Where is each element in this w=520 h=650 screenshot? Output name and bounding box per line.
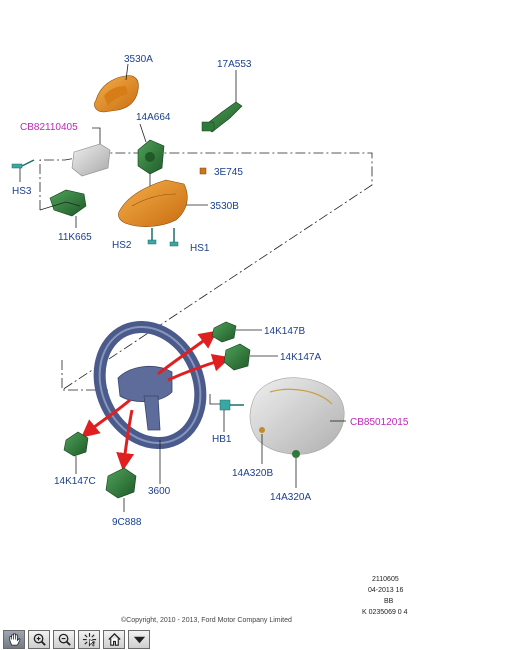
leader-14A664 <box>139 123 147 143</box>
fit-view-button[interactable] <box>78 630 100 649</box>
label-CB85012015: CB85012015 <box>350 417 409 428</box>
airbag-harness <box>269 388 333 405</box>
label-14A664: 14A664 <box>136 112 171 123</box>
assembly-boundary-line <box>39 152 373 391</box>
screw-HS1-part[interactable] <box>169 228 179 247</box>
label-3E745: 3E745 <box>214 167 243 178</box>
screw-HS2-part[interactable] <box>147 228 157 245</box>
screw-HS3-part[interactable] <box>11 159 35 169</box>
bolt-HB1-part[interactable] <box>219 399 244 411</box>
copyright-text: ©Copyright, 2010 - 2013, Ford Motor Comp… <box>121 616 292 624</box>
arrow-to-9C888 <box>116 409 135 471</box>
drawing-code: BB <box>384 598 394 605</box>
zoom-in-icon <box>33 633 46 646</box>
switch-14K147C-part[interactable] <box>63 431 89 457</box>
label-14A320B: 14A320B <box>232 468 273 479</box>
pan-tool-button[interactable] <box>3 630 25 649</box>
leader-3530A <box>125 63 129 81</box>
zoom-out-button[interactable] <box>53 630 75 649</box>
arrow-to-14K147B <box>157 330 218 376</box>
label-3530B: 3530B <box>210 201 239 212</box>
lower-shroud-part[interactable] <box>118 179 188 227</box>
switch-14K147B-part[interactable] <box>211 321 237 343</box>
exploded-parts-diagram: 3530A 17A553 CB82110405 14A664 HS3 3E745… <box>11 54 409 624</box>
assembly-boundary-line-2 <box>61 360 108 391</box>
pan-tool-icon <box>8 633 21 646</box>
label-14K147B: 14K147B <box>264 326 305 337</box>
switch-14K147A-part[interactable] <box>223 343 251 371</box>
drawing-number: 2110605 <box>372 576 399 583</box>
switch-11K665-part[interactable] <box>49 189 87 217</box>
home-icon <box>107 632 121 646</box>
arrow-to-14K147A <box>167 353 231 382</box>
label-14A320A: 14A320A <box>270 492 311 503</box>
label-11K665: 11K665 <box>58 232 92 243</box>
label-CB82110405: CB82110405 <box>20 122 78 133</box>
zoom-out-icon <box>58 633 71 646</box>
leader-CB82110405 <box>92 127 101 144</box>
zoom-in-button[interactable] <box>28 630 50 649</box>
airbag-connector-B <box>259 427 265 433</box>
leader-11K665-link <box>39 201 81 211</box>
label-9C888: 9C888 <box>112 517 142 528</box>
dropdown-arrow-button[interactable] <box>128 630 150 649</box>
ignition-module-part[interactable] <box>71 143 111 177</box>
wiper-stalk-base <box>201 121 215 132</box>
fit-view-icon <box>82 632 96 647</box>
leader-HB1-link <box>209 394 220 405</box>
viewer-toolbar <box>0 630 150 650</box>
drawing-reference: K 0235069 0 4 <box>362 609 408 616</box>
arrow-to-14K147C <box>81 398 131 438</box>
dropdown-arrow-icon <box>133 636 145 644</box>
label-14K147C: 14K147C <box>54 476 96 487</box>
label-HS3: HS3 <box>12 186 32 197</box>
airbag-connector-A <box>292 450 300 458</box>
upper-shroud-detail <box>104 86 128 106</box>
label-3600: 3600 <box>148 486 171 497</box>
label-14K147A: 14K147A <box>280 352 321 363</box>
label-17A553: 17A553 <box>217 59 252 70</box>
label-3530A: 3530A <box>124 54 153 65</box>
airbag-module-part[interactable] <box>249 377 345 455</box>
label-HS1: HS1 <box>190 243 210 254</box>
label-HB1: HB1 <box>212 434 232 445</box>
clockspring-hub <box>145 152 155 162</box>
steering-wheel-part[interactable] <box>81 310 219 459</box>
drawing-date: 04-2013 16 <box>368 587 404 594</box>
clip-3E745-part[interactable] <box>199 167 207 175</box>
home-button[interactable] <box>103 630 125 649</box>
lower-shroud-detail <box>131 193 177 207</box>
switch-9C888-part[interactable] <box>105 467 137 499</box>
label-HS2: HS2 <box>112 240 132 251</box>
